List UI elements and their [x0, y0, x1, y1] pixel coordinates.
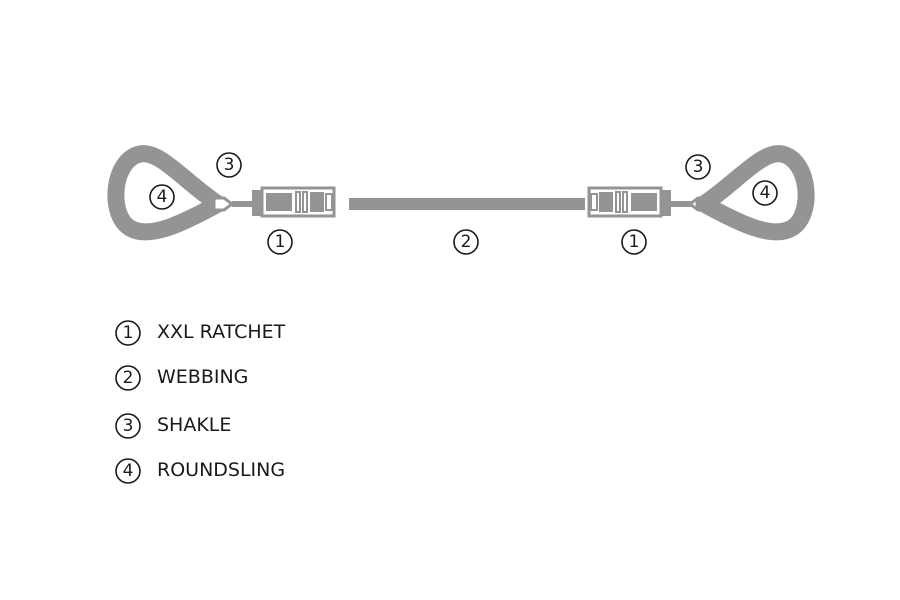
callout-sling-right-number: 4 — [760, 183, 771, 203]
legend-item-label: XXL RATCHET — [157, 321, 286, 343]
webbing — [349, 198, 585, 210]
ratchet-left — [252, 186, 336, 218]
callout-sling-left-number: 4 — [157, 187, 168, 207]
callout-shackle-right: 3 — [685, 154, 711, 180]
callout-shackle-left-number: 3 — [224, 155, 235, 175]
callout-webbing-number: 2 — [461, 232, 472, 252]
legend-item-number: 1 — [123, 323, 134, 343]
callout-shackle-left: 3 — [216, 152, 242, 178]
legend-item: 4 ROUNDSLING — [115, 458, 285, 484]
legend-item-number: 4 — [123, 461, 134, 481]
shackle-left — [212, 196, 254, 212]
callout-webbing: 2 — [453, 229, 479, 255]
callout-sling-left: 4 — [149, 184, 175, 210]
legend-item: 3 SHAKLE — [115, 413, 231, 439]
legend-item-label: WEBBING — [157, 366, 248, 388]
legend-item: 1 XXL RATCHET — [115, 320, 286, 346]
legend-item-number: 2 — [123, 368, 134, 388]
callout-ratchet-left-number: 1 — [275, 232, 286, 252]
roundsling-left — [107, 145, 227, 241]
callout-sling-right: 4 — [752, 180, 778, 206]
callout-ratchet-right: 1 — [621, 229, 647, 255]
callout-ratchet-left: 1 — [267, 229, 293, 255]
ratchet-right — [587, 186, 671, 218]
roundsling-right — [695, 145, 815, 241]
legend-item-label: SHAKLE — [157, 414, 231, 436]
callout-ratchet-right-number: 1 — [629, 232, 640, 252]
callout-shackle-right-number: 3 — [693, 157, 704, 177]
legend: 1 XXL RATCHET 2 WEBBING 3 SHAKLE 4 ROUND… — [115, 320, 286, 484]
legend-item-label: ROUNDSLING — [157, 459, 285, 481]
legend-item-number: 3 — [123, 416, 134, 436]
legend-item: 2 WEBBING — [115, 365, 248, 391]
